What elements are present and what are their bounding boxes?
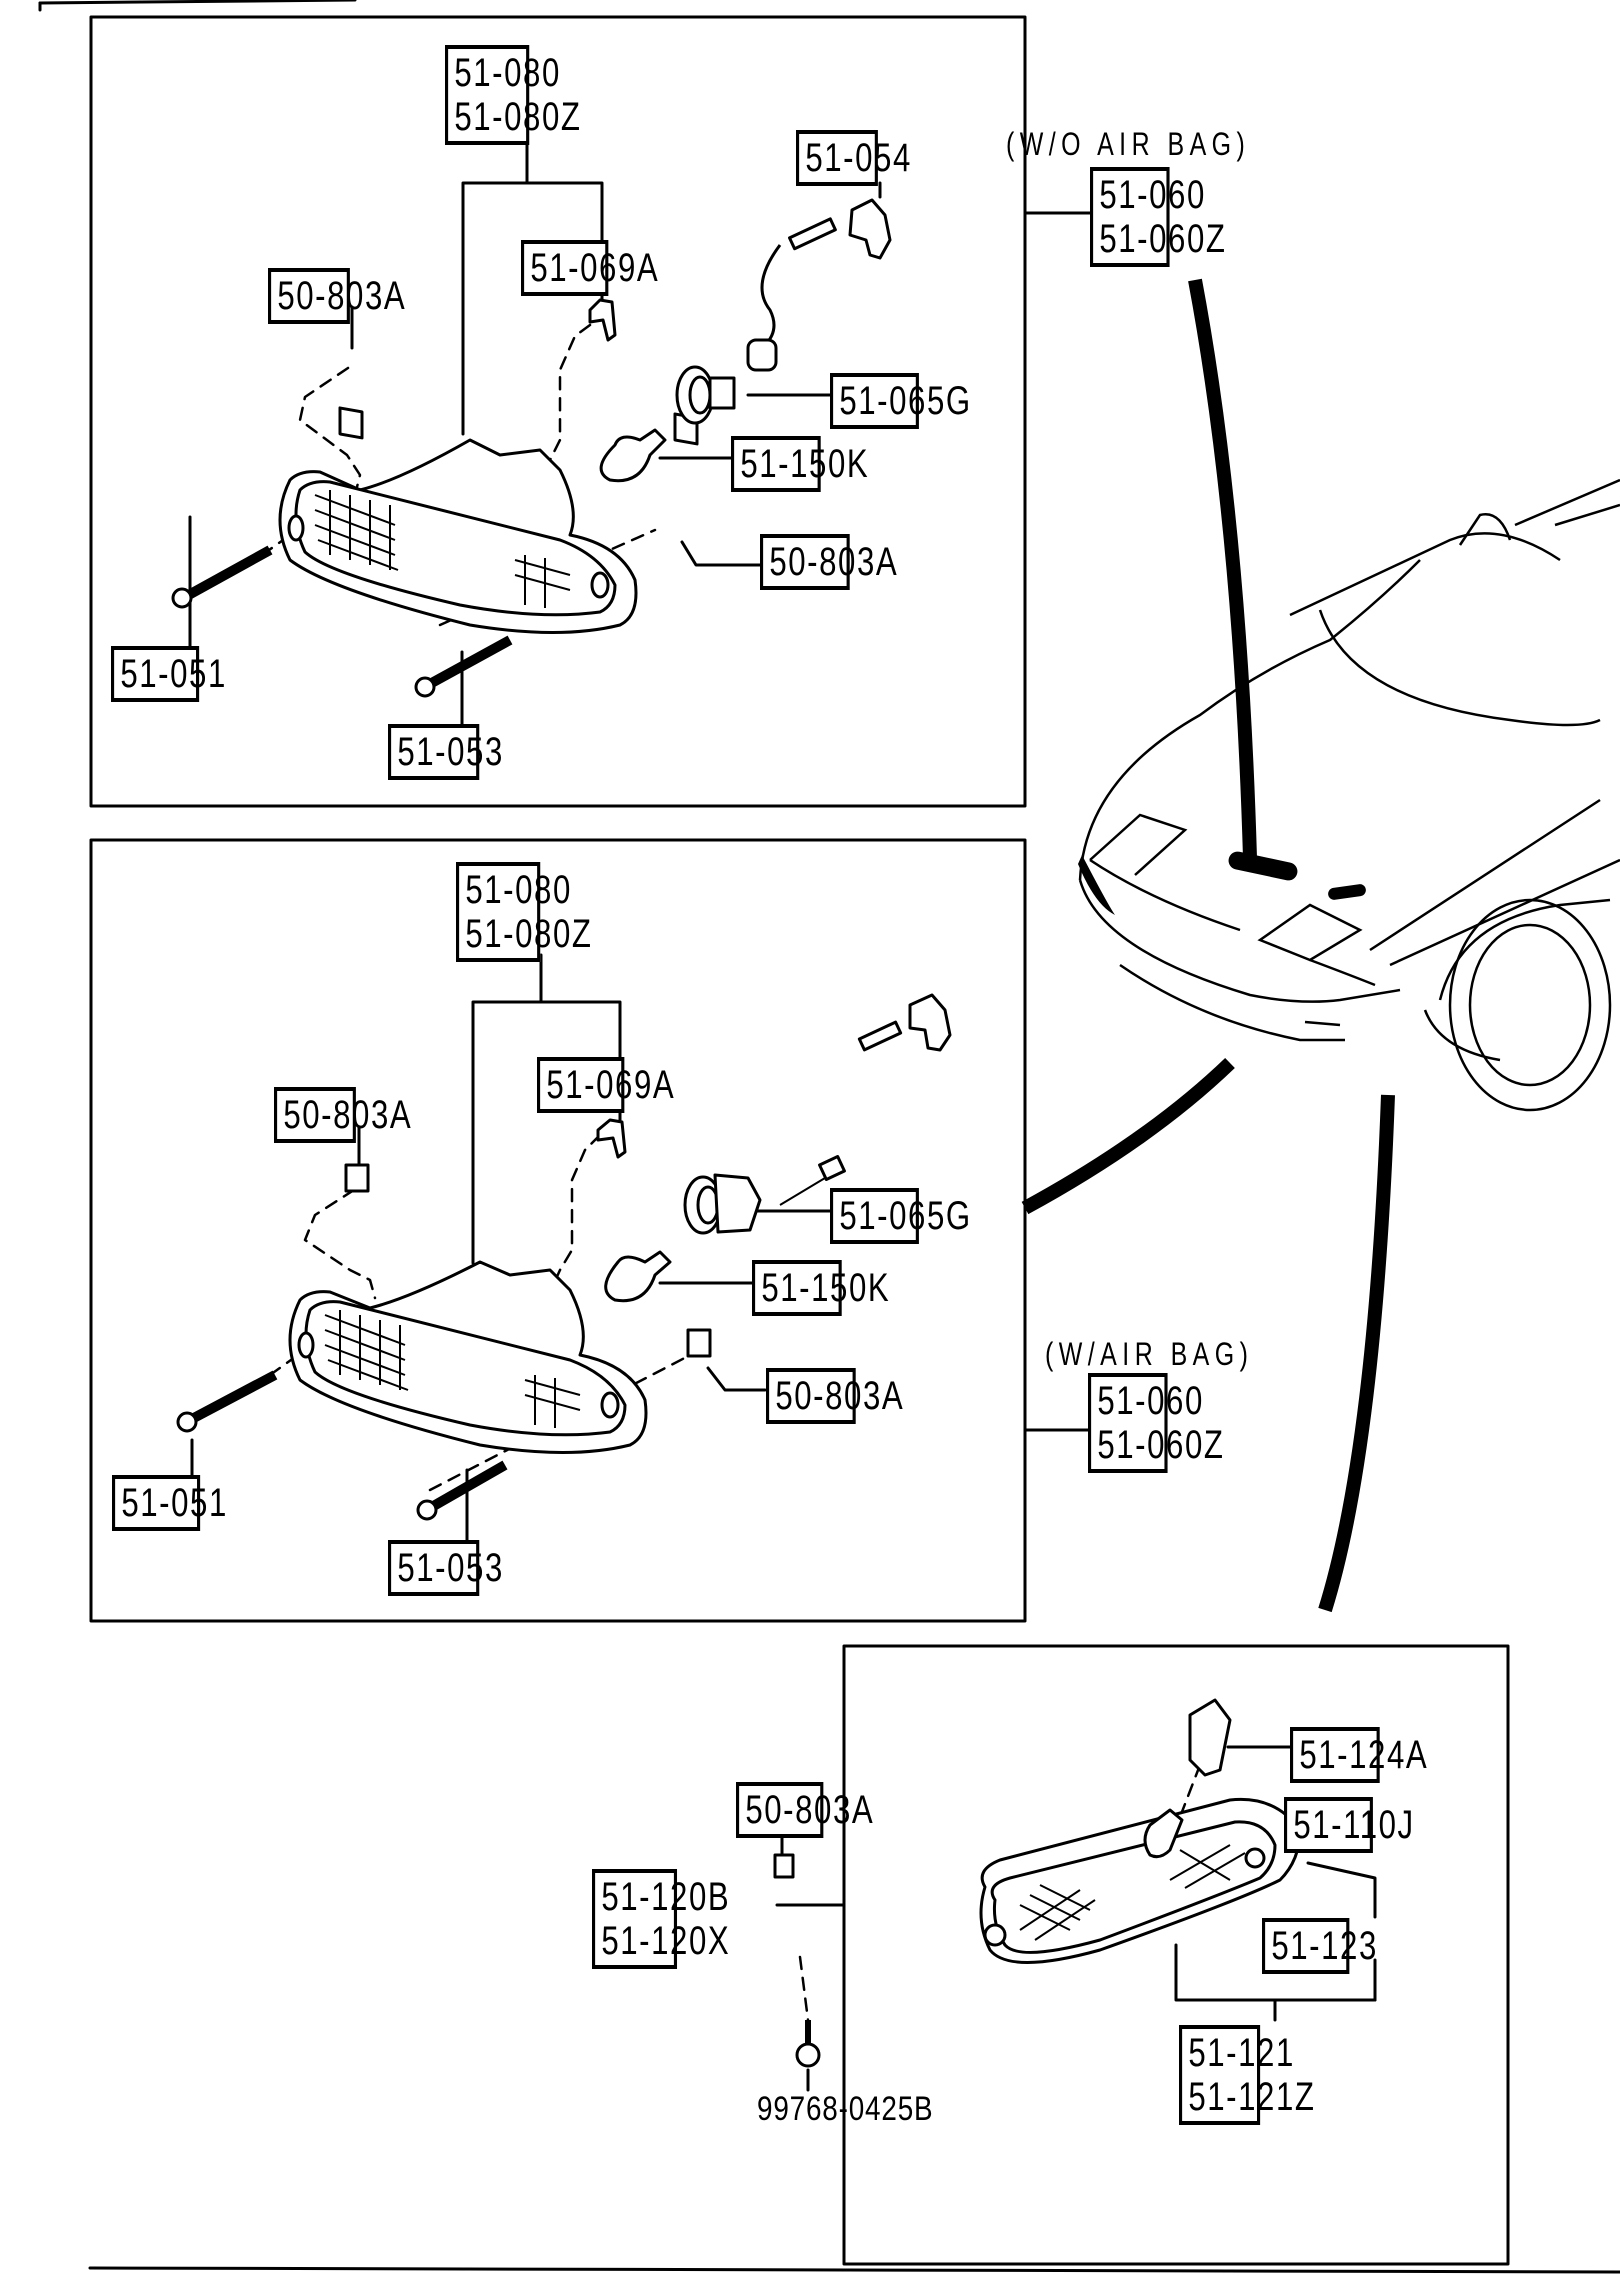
part-number: 51-060	[1099, 173, 1206, 217]
part-number: 51-110J	[1293, 1803, 1415, 1847]
upper-lamp-assembly-callout[interactable]: 51-080 51-080Z	[445, 45, 582, 145]
side-marker-nut-callout[interactable]: 50-803A	[736, 1782, 873, 1838]
middle-socket-clip-drawing	[596, 1118, 627, 1159]
side-marker-panel-frame	[842, 1644, 1510, 2266]
upper-screw-right-drawing	[414, 635, 513, 698]
part-number: 51-060Z	[1099, 217, 1227, 261]
side-marker-lamp-drawing	[979, 1797, 1302, 1964]
part-number: 51-080	[454, 51, 561, 95]
side-marker-screw-drawing	[795, 2020, 821, 2068]
part-number: 50-803A	[277, 274, 407, 318]
upper-socket-clip-drawing	[588, 298, 617, 342]
upper-harness-callout[interactable]: 51-054	[796, 130, 910, 186]
middle-harness-drawing	[779, 993, 952, 1206]
middle-socket-drawing	[683, 1173, 762, 1235]
part-number: 51-150K	[761, 1266, 891, 1310]
middle-nut-left-callout[interactable]: 50-803A	[274, 1087, 411, 1143]
part-number: 51-069A	[530, 246, 660, 290]
part-number: 51-121	[1188, 2031, 1295, 2075]
part-number: 51-123	[1271, 1924, 1378, 1968]
middle-panel-frame	[89, 838, 1027, 1623]
middle-bulb-callout[interactable]: 51-150K	[752, 1260, 889, 1316]
side-marker-gasket-callout[interactable]: 51-123	[1262, 1918, 1376, 1974]
side-marker-assembly-callout[interactable]: 51-120B 51-120X	[592, 1869, 731, 1969]
part-number: 51-065G	[839, 1194, 972, 1238]
middle-bulb-drawing	[604, 1250, 672, 1303]
middle-screw-left-drawing	[176, 1370, 278, 1433]
middle-nut-right-callout[interactable]: 50-803A	[766, 1368, 903, 1424]
part-number: 51-051	[121, 1481, 228, 1525]
upper-nut-right-callout[interactable]: 50-803A	[760, 534, 897, 590]
part-number: 51-069A	[546, 1063, 676, 1107]
side-marker-socket-callout[interactable]: 51-124A	[1290, 1727, 1427, 1783]
callout-swoosh-lines	[1021, 278, 1395, 1613]
side-marker-lens-callout[interactable]: 51-121 51-121Z	[1179, 2025, 1316, 2125]
middle-nut-right-drawing	[686, 1328, 712, 1358]
upper-harness-drawing	[746, 198, 892, 372]
part-number: 50-803A	[775, 1374, 905, 1418]
upper-front-lamp-drawing	[278, 438, 638, 634]
upper-variant-note: (W/O AIR BAG)	[1006, 126, 1251, 162]
middle-assembly-callout[interactable]: 51-060 51-060Z	[1088, 1373, 1225, 1473]
middle-screw-right-drawing	[416, 1460, 508, 1521]
upper-socket-clip-callout[interactable]: 51-069A	[521, 240, 658, 296]
middle-screw-left-callout[interactable]: 51-051	[112, 1475, 226, 1531]
middle-screw-right-callout[interactable]: 51-053	[388, 1540, 502, 1596]
middle-front-lamp-drawing	[288, 1260, 648, 1454]
part-number: 51-060	[1097, 1379, 1204, 1423]
upper-panel-frame	[89, 15, 1027, 808]
middle-nut-left-drawing	[344, 1163, 370, 1193]
part-number: 51-080Z	[454, 95, 582, 139]
part-number: 51-065G	[839, 379, 972, 423]
part-number: 51-121Z	[1188, 2075, 1316, 2119]
upper-screw-left-drawing	[171, 545, 273, 609]
part-number: 51-124A	[1299, 1733, 1429, 1777]
middle-socket-clip-callout[interactable]: 51-069A	[537, 1057, 674, 1113]
part-number: 51-120X	[601, 1919, 731, 1963]
part-number: 51-080Z	[465, 912, 593, 956]
part-number: 50-803A	[745, 1788, 875, 1832]
part-number: 50-803A	[283, 1093, 413, 1137]
page-bottom-edge	[88, 2266, 1620, 2274]
part-number: 51-060Z	[1097, 1423, 1225, 1467]
middle-leaders	[190, 953, 1092, 1542]
side-marker-nut-drawing	[773, 1853, 795, 1879]
upper-nut-left-drawing	[338, 406, 364, 440]
middle-socket-callout[interactable]: 51-065G	[830, 1188, 970, 1244]
part-number: 50-803A	[769, 540, 899, 584]
upper-bulb-callout[interactable]: 51-150K	[731, 436, 868, 492]
upper-nut-left-callout[interactable]: 50-803A	[268, 268, 405, 324]
page-top-edge	[38, 0, 357, 5]
part-number: 51-150K	[740, 442, 870, 486]
upper-assembly-callout[interactable]: 51-060 51-060Z	[1090, 167, 1227, 267]
upper-socket-callout[interactable]: 51-065G	[830, 373, 970, 429]
upper-screw-left-callout[interactable]: 51-051	[111, 646, 225, 702]
side-marker-bulb-callout[interactable]: 51-110J	[1284, 1797, 1413, 1853]
side-marker-bulb-drawing	[1143, 1808, 1184, 1859]
part-number: 51-053	[397, 730, 504, 774]
side-marker-screw-label[interactable]: 99768-0425B	[757, 2090, 934, 2128]
upper-socket-drawing	[675, 365, 736, 425]
part-number: 51-053	[397, 1546, 504, 1590]
middle-lamp-assembly-callout[interactable]: 51-080 51-080Z	[456, 862, 593, 962]
upper-screw-right-callout[interactable]: 51-053	[388, 724, 502, 780]
car-front-drawing	[1078, 478, 1620, 1112]
part-number: 51-051	[120, 652, 227, 696]
car-lamp-highlights	[1078, 851, 1366, 915]
side-marker-dashed-guides	[798, 1763, 1202, 2022]
part-number: 51-080	[465, 868, 572, 912]
part-number: 51-054	[805, 136, 912, 180]
part-number: 51-120B	[601, 1875, 731, 1919]
middle-variant-note: (W/AIR BAG)	[1045, 1336, 1254, 1372]
upper-bulb-drawing	[599, 428, 667, 483]
side-marker-socket-drawing	[1188, 1698, 1232, 1777]
upper-leaders	[188, 119, 1092, 730]
